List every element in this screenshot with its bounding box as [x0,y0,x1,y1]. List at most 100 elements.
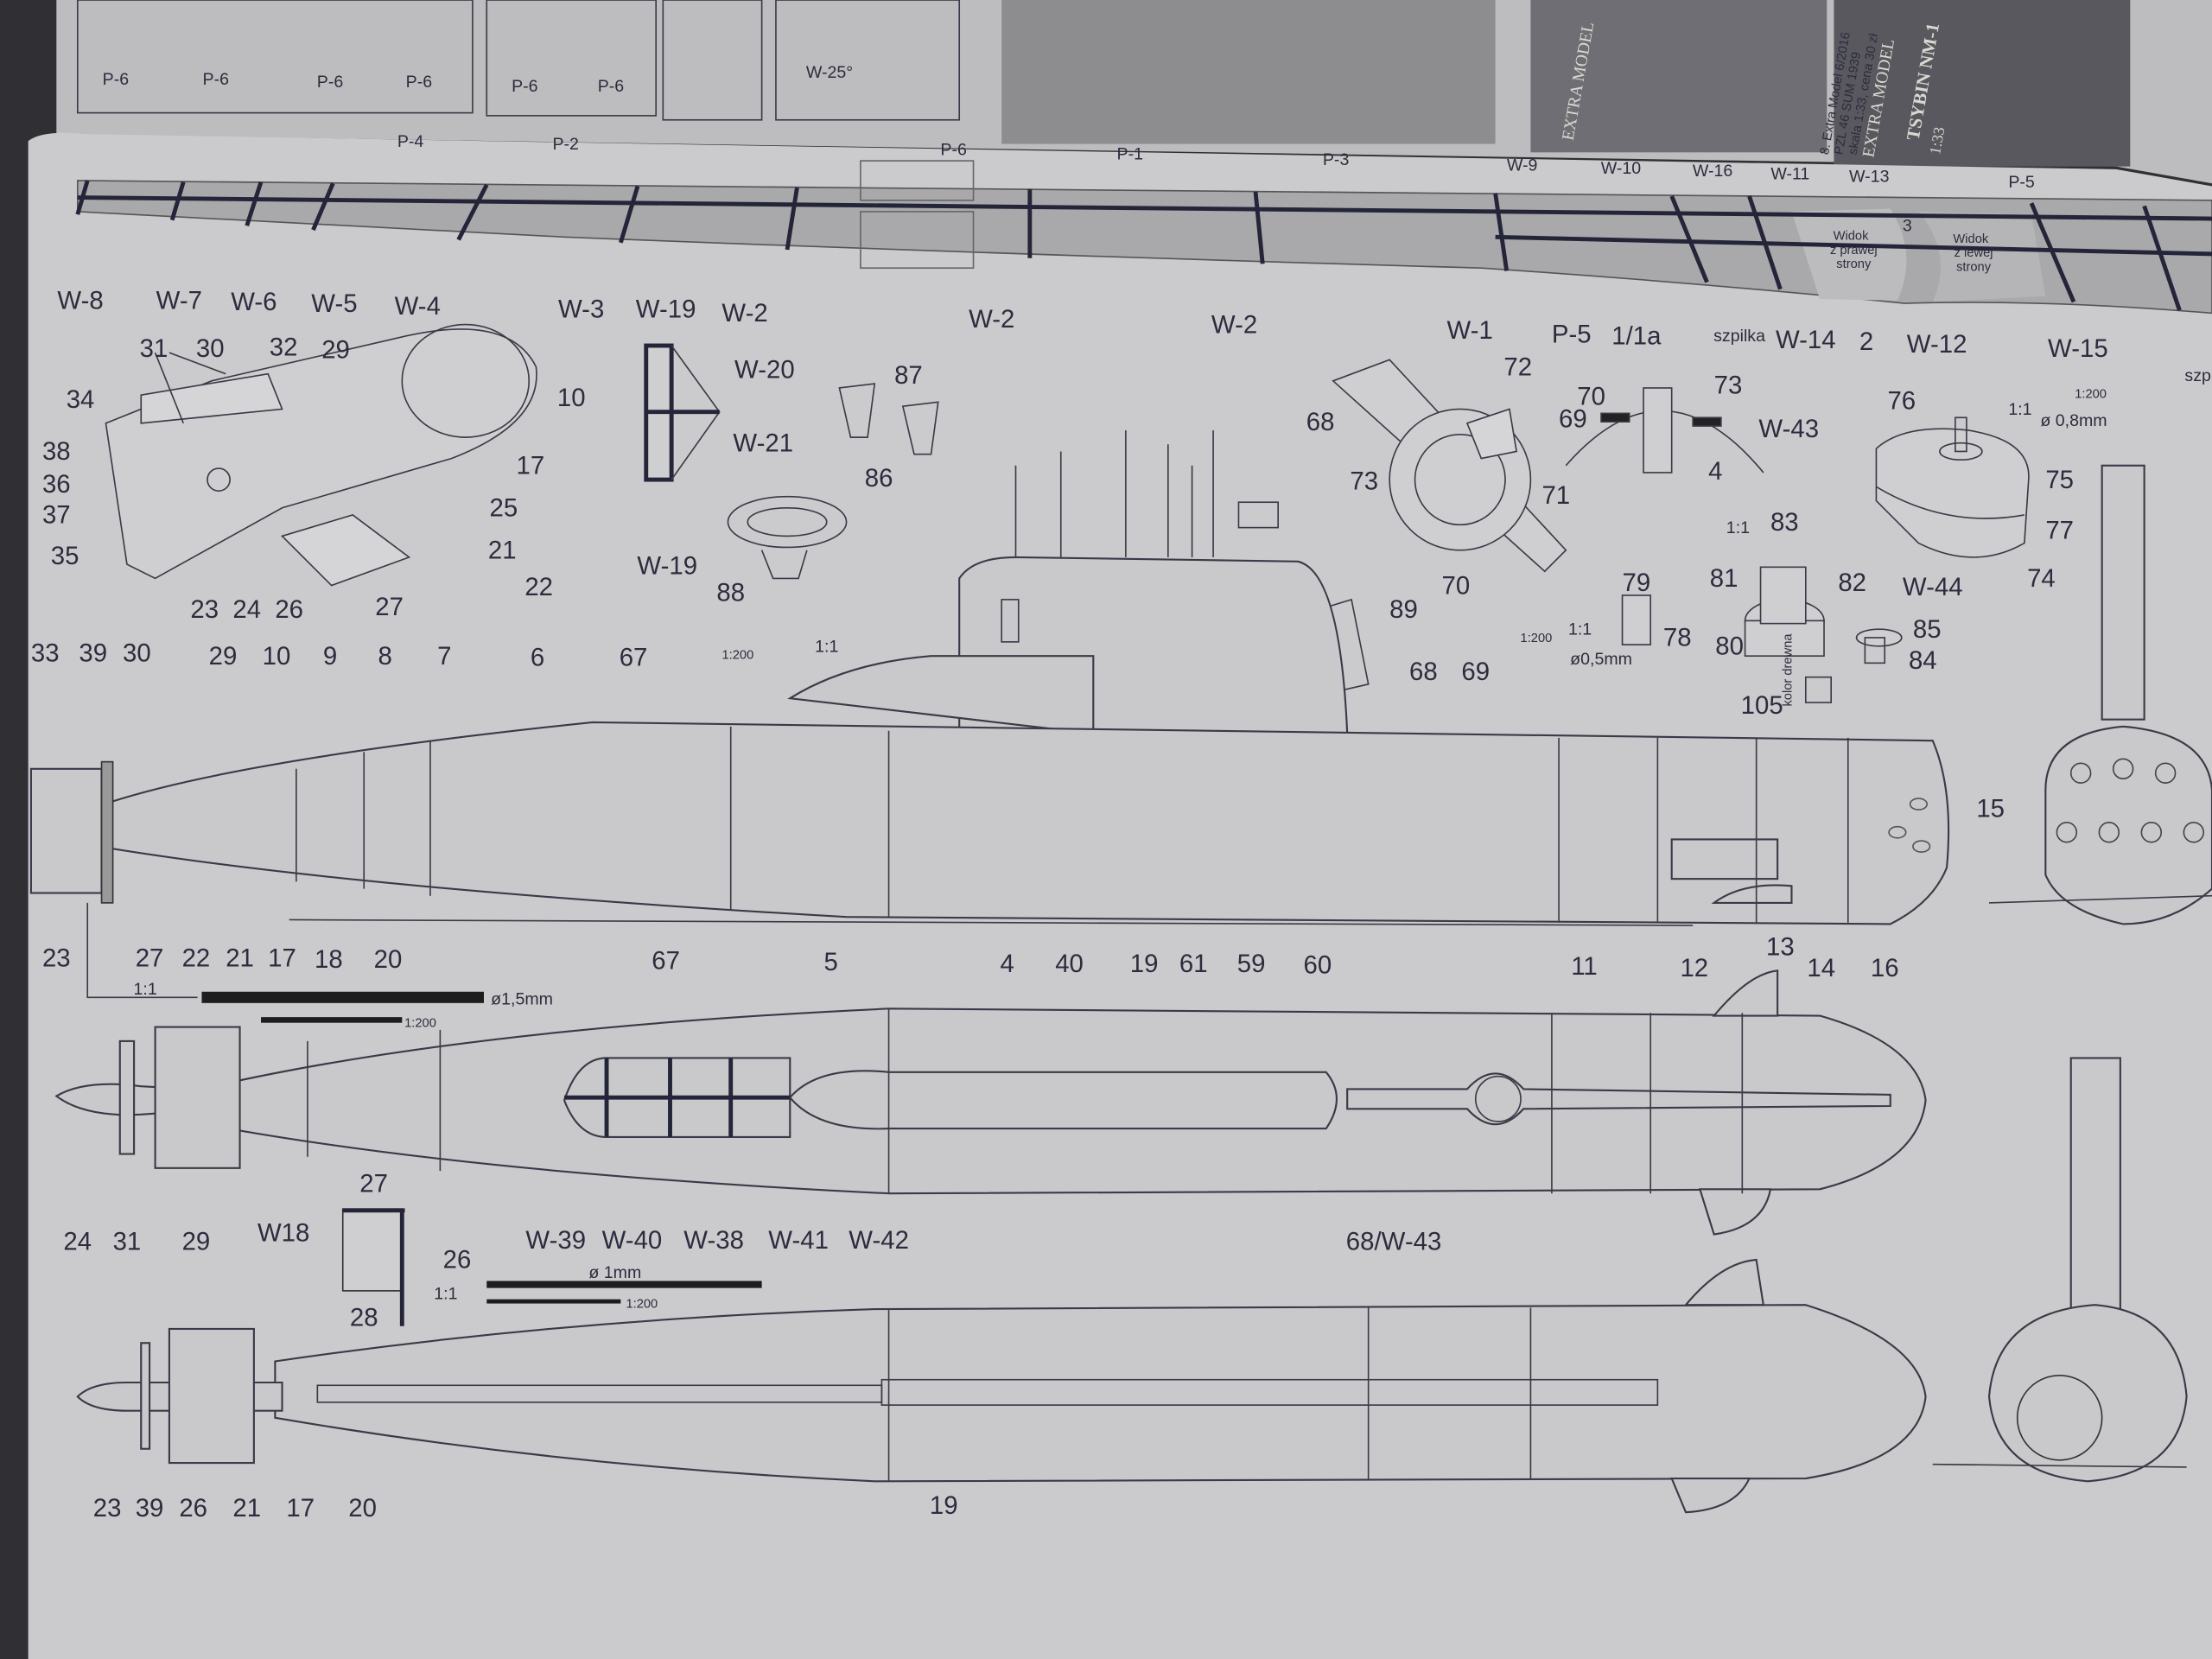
vent-detail-label: 83 [1770,508,1799,537]
small-parts-label: 88 [716,579,745,607]
top-page-parts-label: P-6 [598,77,625,96]
vent-detail-label: ø0,5mm [1570,650,1632,669]
strip-upper-labels-label: P-3 [1323,150,1350,169]
mast-detail-label: 1:1 [2008,400,2031,419]
upper-page-parts [76,0,2131,167]
side-view-rod-label: 1:1 [134,980,157,999]
side-view-rod-label: 1:200 [404,1017,436,1031]
fin-detail-label: W-21 [733,429,793,457]
rudder-detail-label: 24 [232,595,261,624]
top-view-labels-label: W-41 [768,1226,829,1255]
strip-lower-labels-label: W-2 [721,299,767,327]
strip-lower-labels-label: W-4 [395,292,441,321]
rod-scale-bars [86,902,762,1304]
side-view-top-labels-label: 67 [620,644,648,672]
strip-lower-labels-label: W-7 [156,287,202,315]
small-parts-label: 89 [1389,595,1418,624]
top-view-labels-label: 24 [63,1228,92,1256]
mast-detail-label: 74 [2027,564,2056,593]
hatch-detail-label: 70 [1577,383,1605,411]
cover-pzl46 [1530,0,1827,153]
side-view-bottom-labels-label: 18 [315,945,343,974]
vent-detail-label: 1:1 [1726,518,1750,537]
rudder-detail-label: 25 [490,494,518,523]
mast-detail-label: ø 0,8mm [2040,411,2107,430]
hatch-detail-label: 71 [1541,481,1570,510]
side-view-top-labels-label: 8 [378,642,392,671]
side-view-top-labels-label: 29 [209,642,238,671]
strip-lower-labels-label: W-1 [1447,316,1493,345]
side-view-bottom-labels-label: 5 [823,948,837,976]
vent-detail-label: 82 [1838,569,1866,597]
side-view-bottom-labels-label: 13 [1766,932,1795,961]
top-page-parts-label: P-6 [103,70,130,89]
side-view-scale-marks-label: 1:200 [721,648,753,662]
side-view-bottom-labels-label: 12 [1680,954,1708,982]
w18-detail-drawing [341,1208,405,1326]
vent-detail-label: 85 [1913,615,1942,644]
side-view-bottom-labels-label: 60 [1304,951,1332,980]
vent-detail-drawing [1621,566,1903,703]
strip-upper-labels-label: W-10 [1601,159,1642,178]
side-view-bottom-labels-label: 59 [1237,950,1266,978]
top-page-parts-label: P-6 [317,73,344,92]
bottom-view-labels-label: 19 [930,1491,958,1520]
top-view-labels-label: W-40 [602,1226,663,1255]
strip-upper-labels-label: W-13 [1849,168,1890,187]
bottom-view-labels-label: 21 [232,1494,261,1522]
top-view-w18-detail-label: 1:200 [626,1297,658,1311]
hatch-detail-label: 4 [1708,457,1722,486]
side-view-bottom-labels-label: 61 [1179,950,1208,978]
hatch-detail-label: 70 [1442,571,1471,600]
rudder-detail-label: 29 [321,336,350,365]
strip-lower-labels-label: W-14 [1776,326,1836,354]
bottom-view-hull [76,1258,1927,1514]
vent-detail-label: 80 [1715,632,1744,661]
small-parts-label: 86 [865,464,893,493]
top-page-parts-label: W-25° [806,63,853,82]
fin-detail-label: W-19 [637,551,697,580]
rudder-detail-label: 37 [42,501,71,530]
rudder-detail-label: 10 [557,384,586,412]
strip-view-left-label: z lewej [1955,246,1993,260]
hatch-detail-label: 68 [1306,408,1335,436]
bottom-view-labels-label: 20 [348,1494,377,1522]
strip-upper-labels-label: W-9 [1507,156,1538,175]
strip-lower-labels-label: 1/1a [1611,321,1662,350]
strip-lower-labels-label: W-6 [231,288,276,316]
top-page-parts-label: P-6 [203,70,230,89]
vent-detail-label: 1:1 [1568,620,1592,639]
rudder-detail-label: 36 [42,470,71,499]
strip-upper-labels-label: P-6 [940,141,967,160]
strip-upper-labels-label: W-16 [1693,162,1733,181]
rudder-detail-label: 17 [517,452,545,480]
rudder-detail-label: 35 [51,542,79,570]
side-view-bottom-labels-label: 21 [226,944,254,972]
rear-view-lower [1932,1057,2188,1483]
side-view-top-labels-label: 15 [1976,794,2005,823]
mast-detail-label: 1:200 [2075,387,2107,401]
side-view-bottom-labels-label: 23 [42,944,71,972]
strip-lower-labels-label: W-2 [1211,310,1257,339]
strip-section-lines [75,180,2182,311]
side-view-bottom-labels-label: 11 [1571,952,1598,981]
mast-detail-label: 76 [1887,386,1916,415]
side-view-bottom-labels-label: 4 [1001,950,1014,978]
hatch-detail-label: 69 [1559,405,1587,434]
fin-detail-drawing [644,343,721,482]
rudder-detail-label: 38 [42,437,71,466]
side-view-bottom-labels-label: 27 [136,944,164,972]
fin-detail-label: W-19 [636,295,696,323]
rudder-detail-drawing [105,323,537,587]
strip-view-left-label: strony [1956,260,1992,274]
top-view-w18-detail-label: W18 [257,1219,309,1248]
side-view-top-labels-label: 30 [123,639,151,668]
side-view-bottom-labels-label: 22 [182,944,211,972]
mast-detail-label: 77 [2045,517,2074,545]
strip-lower-labels-label: W-2 [969,305,1014,334]
top-view-w18-detail-label: 28 [350,1304,378,1332]
top-view-labels-label: W-39 [525,1226,586,1255]
strip-lower-labels-label: 2 [1859,327,1873,356]
vent-detail-label: kolor drewna [1781,633,1795,707]
